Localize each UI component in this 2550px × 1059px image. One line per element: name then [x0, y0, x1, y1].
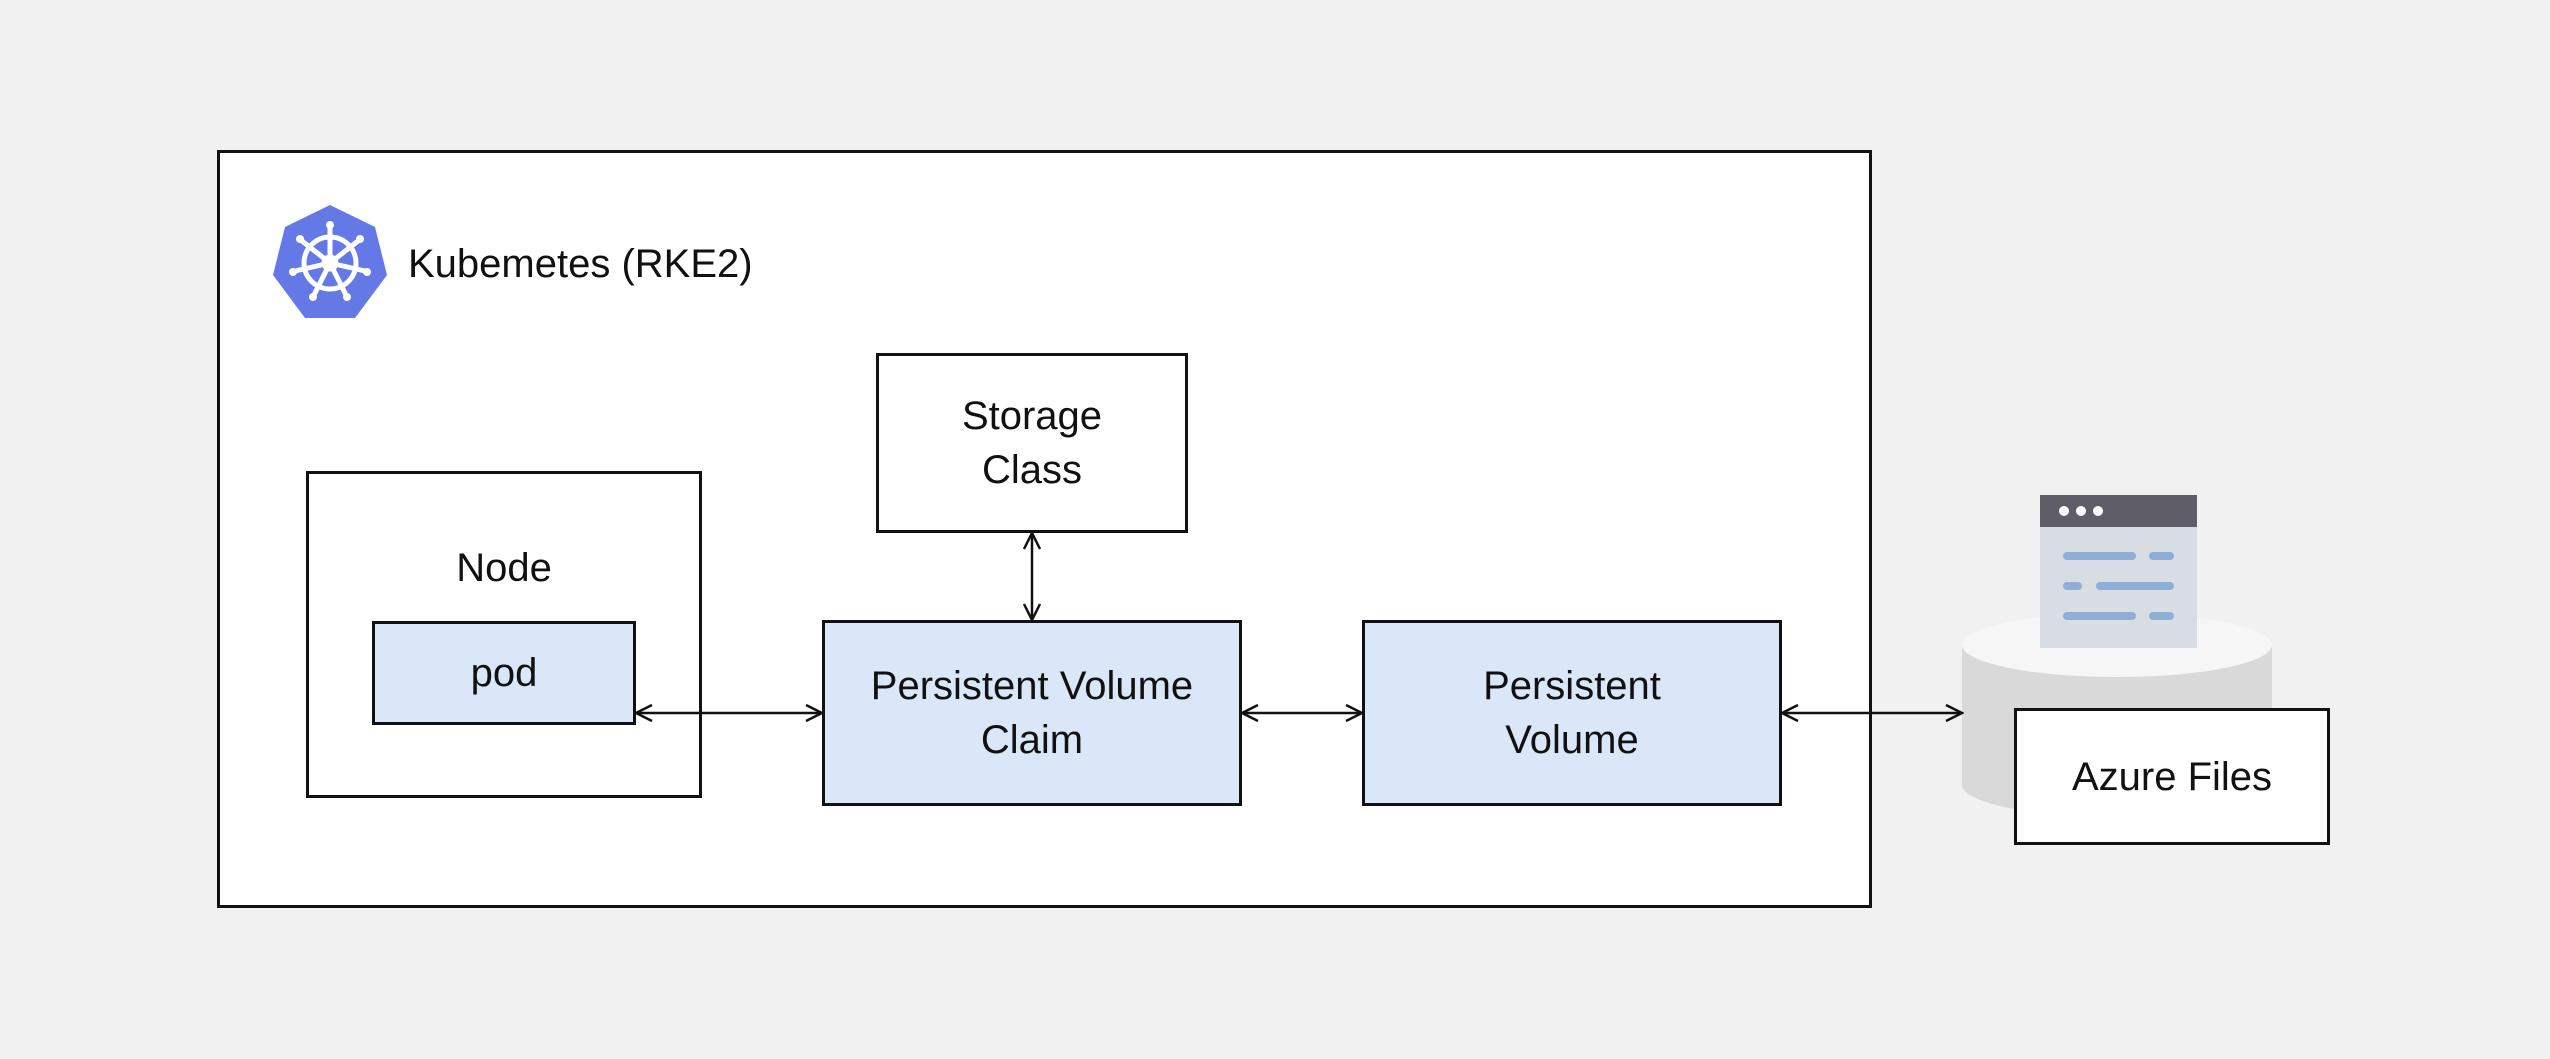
- persistent-volume-claim-box: Persistent Volume Claim: [822, 620, 1242, 806]
- kubernetes-logo-icon: [273, 205, 387, 318]
- cluster-title: Kubemetes (RKE2): [408, 242, 753, 286]
- file-window-icon: [2040, 495, 2197, 648]
- storage-class-box: Storage Class: [876, 353, 1188, 533]
- azure-files-box: Azure Files: [2014, 708, 2330, 845]
- persistent-volume-box: Persistent Volume: [1362, 620, 1782, 806]
- pod-box: pod: [372, 621, 636, 725]
- node-label: Node: [456, 546, 552, 590]
- helm-wheel-icon: [292, 224, 368, 298]
